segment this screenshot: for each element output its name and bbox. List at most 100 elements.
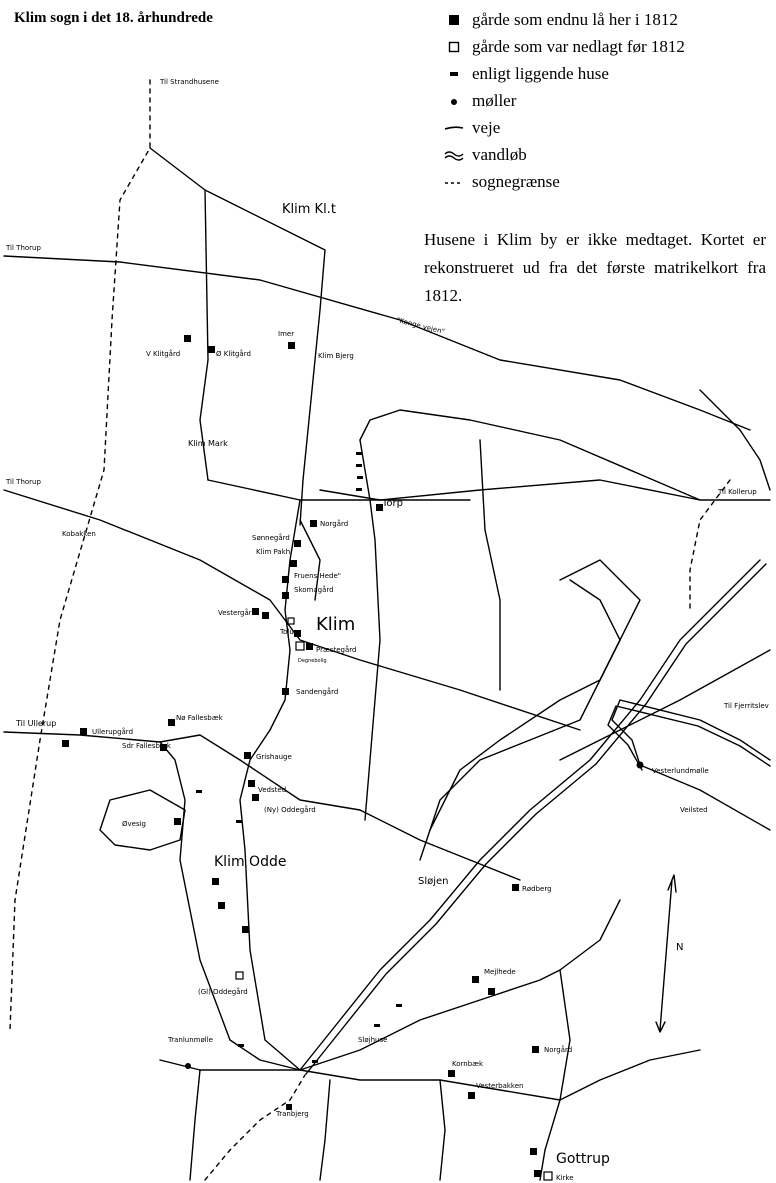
label-grishauge: Grishauge xyxy=(256,753,292,761)
road-torp xyxy=(359,439,381,821)
label-vesterlundmolle: Vesterlundmølle xyxy=(652,767,709,775)
road-klim-village xyxy=(239,499,301,1071)
dashed-line-icon xyxy=(445,182,463,184)
farm-sonnegaard xyxy=(294,540,301,547)
north-arrow-head xyxy=(667,874,677,893)
road-strandhusene xyxy=(149,147,326,526)
label-til-kollerup: Til Kollerup xyxy=(717,488,757,496)
map-title: Klim sogn i det 18. århundrede xyxy=(14,10,213,26)
stream-river-east xyxy=(611,699,771,766)
road-southeast-2 xyxy=(539,969,571,1181)
legend: gårde som endnu lå her i 1812 gårde som … xyxy=(444,6,685,195)
label-kirke: Kirke xyxy=(556,1174,574,1182)
label-ny-oddegaard: (Ny) Oddegård xyxy=(264,805,316,814)
legend-label: gårde som endnu lå her i 1812 xyxy=(472,10,678,29)
label-imer: Imer xyxy=(278,330,294,338)
house-sloj-2 xyxy=(374,1024,380,1027)
church-gottrup xyxy=(543,1171,553,1181)
farm-vedsted xyxy=(248,780,255,787)
road-odde-east xyxy=(239,759,361,811)
farm-gottrup-1 xyxy=(530,1148,537,1155)
houses xyxy=(196,452,402,1063)
label-sonnegaard: Sønnegård xyxy=(252,533,290,542)
label-gl-oddegaard: (Gl) Oddegård xyxy=(198,987,248,996)
dot-icon xyxy=(451,99,457,105)
road-kornbaek xyxy=(439,1079,446,1181)
label-kobakken: Kobakken xyxy=(62,530,96,538)
farm-torp xyxy=(376,504,383,511)
road-south-south xyxy=(319,1079,331,1181)
label-o-klitgaard: Ø Klitgård xyxy=(216,349,251,358)
label-norgaard-2: Norgård xyxy=(544,1045,572,1054)
legend-item-mills: møller xyxy=(446,87,685,114)
legend-label: møller xyxy=(472,91,517,110)
waves-icon xyxy=(444,151,464,161)
label-klim-odde: Klim Odde xyxy=(214,854,286,870)
road-south-cross xyxy=(199,1069,561,1101)
label-vestergaard: Vestergård xyxy=(218,608,256,617)
stream-river-east-b xyxy=(607,705,771,771)
road-torp-kollerup xyxy=(319,479,771,501)
label-rodberg: Rødberg xyxy=(522,885,552,893)
farm-odde-1 xyxy=(174,818,181,825)
open-square-icon xyxy=(448,41,460,53)
parish-boundary-west xyxy=(9,79,151,1031)
label-til-ullerup: Til Ullerup xyxy=(15,719,56,728)
house-torp-4 xyxy=(356,488,362,491)
label-sandengaard: Sandengård xyxy=(296,687,338,696)
label-fruens-hede: Fruens Hede" xyxy=(294,572,341,580)
farm-mejlhede xyxy=(472,976,479,983)
house-torp-2 xyxy=(356,464,362,467)
legend-item-houses: enligt liggende huse xyxy=(446,60,685,87)
farm-sdr-fallesbaek xyxy=(160,744,167,751)
label-til-strandhusene: Til Strandhusene xyxy=(159,78,219,86)
label-vedsted: Vedsted xyxy=(258,786,286,794)
farm-odde-4 xyxy=(242,926,249,933)
farm-odde-2 xyxy=(212,878,219,885)
legend-label: vandløb xyxy=(472,145,527,164)
label-klim-bjerg: Klim Bjerg xyxy=(318,352,354,360)
label-torp: Torp xyxy=(381,498,403,509)
label-tolun: Tolun xyxy=(279,628,298,636)
label-klim-pakh: Klim Pakh xyxy=(256,548,290,556)
farm-kornbaek xyxy=(448,1070,455,1077)
road-fallesbaek xyxy=(159,741,301,1071)
farm-tolun xyxy=(294,630,301,637)
stream-main-b xyxy=(305,563,767,1075)
farm-vestergaard xyxy=(252,608,259,615)
farm-no-fallesbaek xyxy=(168,719,175,726)
lake-ovesig xyxy=(99,789,186,851)
farm-skomagaard xyxy=(282,592,289,599)
legend-label: enligt liggende huse xyxy=(472,64,609,83)
farm-imer xyxy=(288,342,295,349)
label-v-klitgaard: V Klitgård xyxy=(146,349,180,358)
small-bar-icon xyxy=(450,72,458,76)
map-note: Husene i Klim by er ikke medtaget. Korte… xyxy=(424,230,766,305)
abandoned-farm-village xyxy=(287,617,295,625)
legend-label: veje xyxy=(472,118,501,137)
farm-norgaard xyxy=(310,520,317,527)
farms xyxy=(62,335,541,1177)
farm-norgaard-2 xyxy=(532,1046,539,1053)
legend-label: gårde som var nedlagt før 1812 xyxy=(472,37,685,56)
farm-praestegaard xyxy=(306,643,313,650)
legend-item-roads: veje xyxy=(444,114,685,141)
label-sdr-fallesbaek: Sdr Fallesbæk xyxy=(122,742,172,750)
label-norgaard: Norgård xyxy=(320,519,348,528)
label-n: N xyxy=(676,942,683,953)
farm-v-klitgaard xyxy=(184,335,191,342)
mill-tranlun xyxy=(185,1063,191,1069)
farm-ny-oddegaard xyxy=(252,794,259,801)
farm-ullerupgaard xyxy=(80,728,87,735)
farm-rodberg xyxy=(512,884,519,891)
road-vert-east xyxy=(479,439,501,691)
road-southwest xyxy=(159,1059,201,1181)
house-south-2 xyxy=(238,1044,244,1047)
parish-boundary-south xyxy=(204,1074,306,1181)
road-east-long xyxy=(699,389,771,491)
road-slojen xyxy=(359,809,521,881)
label-klim-mark: Klim Mark xyxy=(188,439,228,448)
label-ullerupgaard: Ullerupgård xyxy=(92,727,133,736)
label-tranlunmolle: Tranlunmølle xyxy=(167,1036,213,1044)
